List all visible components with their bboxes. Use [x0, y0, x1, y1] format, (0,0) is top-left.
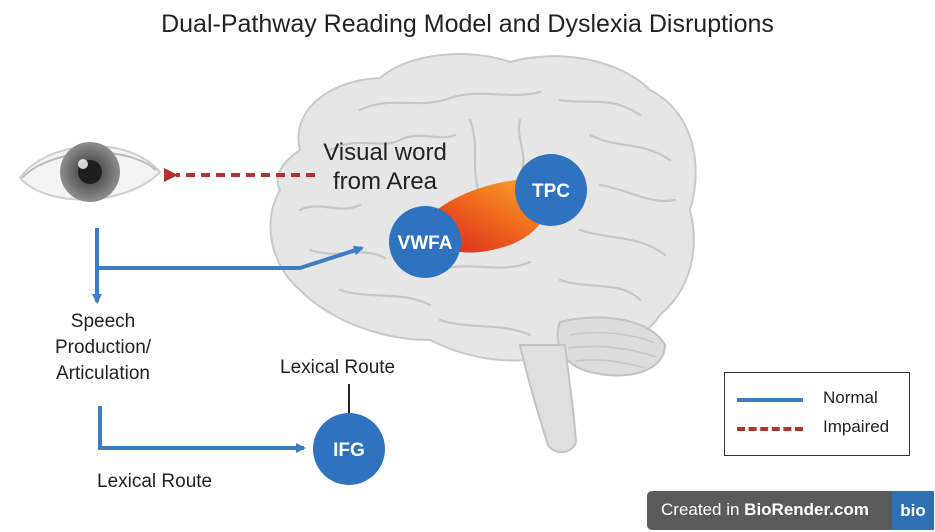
node-vwfa-label: VWFA — [398, 233, 453, 254]
node-vwfa: VWFA — [389, 206, 461, 278]
eye-to-vwfa-pathway — [97, 245, 364, 270]
speech-to-ifg-pathway — [98, 406, 306, 453]
speech-line-2: Production/ — [54, 337, 152, 358]
biorender-logo: bio — [892, 491, 934, 530]
biorender-badge-text: Created in BioRender.com — [661, 500, 869, 520]
legend-impaired-swatch — [737, 427, 803, 431]
node-tpc-label: TPC — [532, 181, 570, 202]
eye-icon — [18, 142, 162, 202]
visual-word-line-2: from Area — [332, 168, 438, 195]
lexical-route-top-label: Lexical Route — [280, 357, 396, 378]
legend-impaired-label: Impaired — [823, 417, 890, 436]
speech-line-1: Speech — [70, 311, 136, 332]
node-ifg: IFG — [313, 413, 385, 485]
legend: Normal Impaired — [724, 372, 910, 456]
node-ifg-label: IFG — [333, 440, 365, 461]
badge-prefix: Created in — [661, 500, 745, 519]
legend-normal-label: Normal — [823, 388, 878, 407]
visual-word-line-1: Visual word — [323, 139, 447, 166]
biorender-badge[interactable]: Created in BioRender.com bio — [647, 491, 934, 530]
speech-production-label: Speech Production/ Articulation — [28, 309, 178, 387]
badge-brand: BioRender.com — [744, 500, 869, 519]
diagram-title: Dual-Pathway Reading Model and Dyslexia … — [161, 10, 774, 38]
brain-illustration — [269, 53, 697, 454]
node-tpc: TPC — [515, 154, 587, 226]
speech-line-3: Articulation — [56, 363, 150, 384]
lexical-route-bottom-label: Lexical Route — [97, 471, 213, 492]
brain-stem — [518, 344, 578, 454]
legend-normal-swatch — [737, 398, 803, 402]
brain-folds — [298, 90, 677, 337]
visual-word-label: Visual word from Area — [300, 138, 470, 196]
